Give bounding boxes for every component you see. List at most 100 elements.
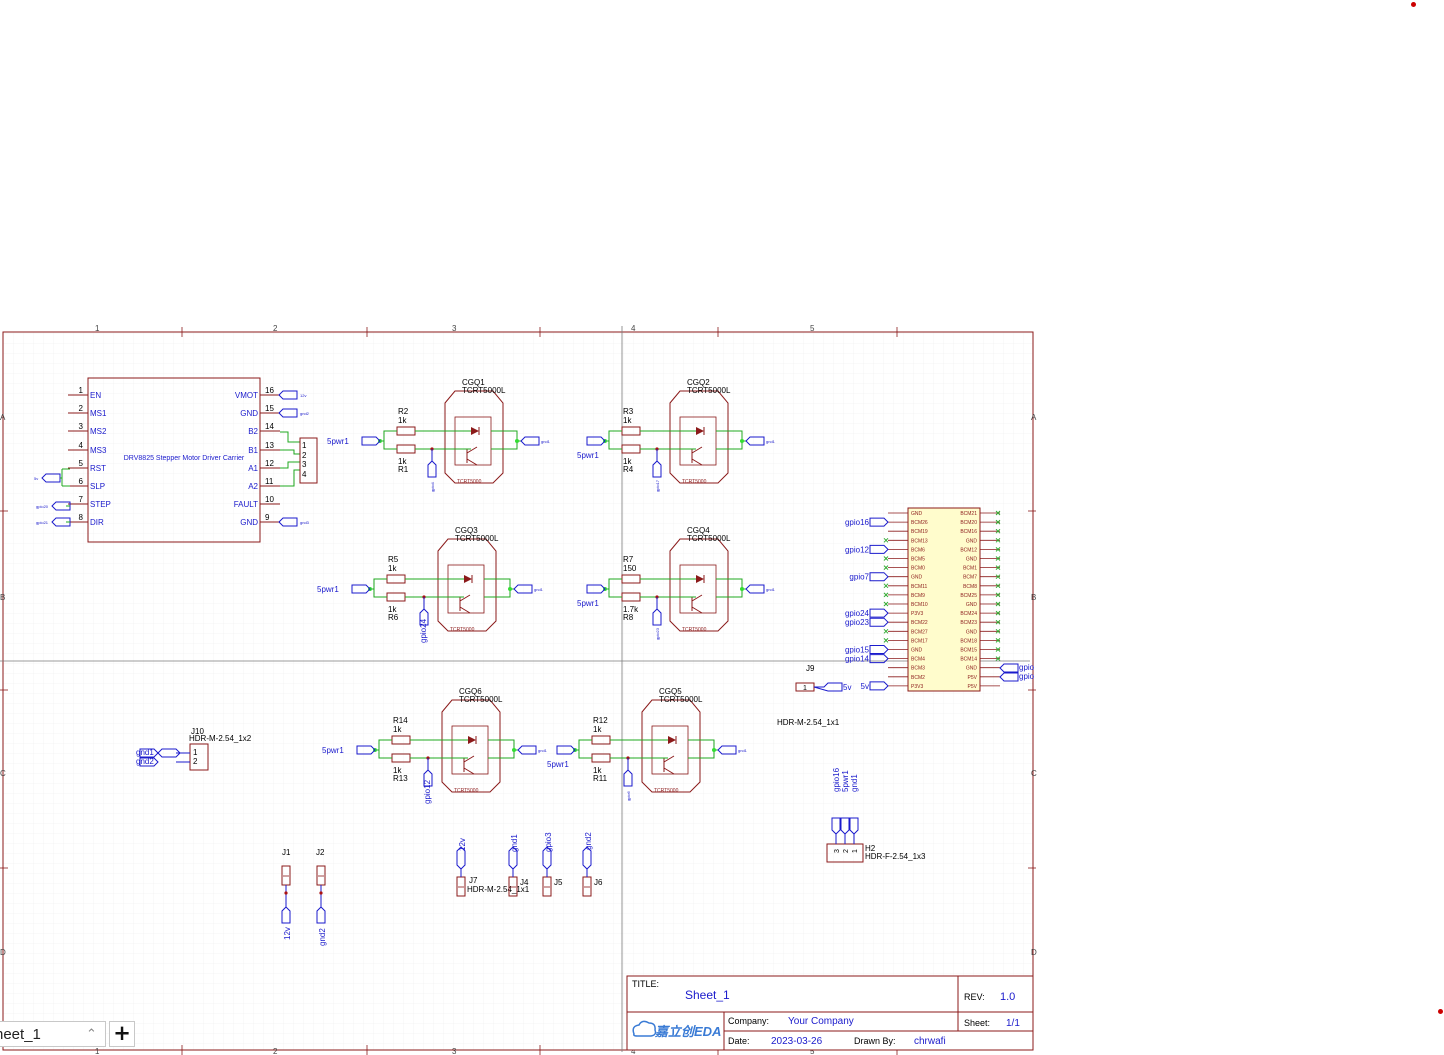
sensor-inner: [679, 416, 717, 466]
sensor-cgq4[interactable]: CGQ4TCRT5000LTCRT5000R71501.7kR85pwr1gpi…: [577, 526, 776, 640]
net-label: gpio24: [845, 609, 870, 618]
pin-name: GND: [240, 409, 258, 418]
net-flag[interactable]: [351, 584, 371, 594]
net-flag[interactable]: [869, 544, 889, 554]
wire: [605, 578, 746, 598]
company-value: Your Company: [788, 1016, 854, 1027]
pin-name: BCM16: [960, 529, 977, 535]
net-label: 5pwr1: [577, 451, 599, 460]
value-label: 1k: [398, 457, 407, 466]
value-label: 1k: [388, 564, 397, 573]
net-flag[interactable]: [869, 608, 889, 618]
sensor-cgq1[interactable]: CGQ1TCRT5000LTCRT5000R21k1kR15pwr1gpio4g…: [327, 378, 551, 492]
net-flag[interactable]: [361, 436, 381, 446]
net-flag[interactable]: [623, 758, 633, 787]
pin-number: 4: [79, 441, 84, 450]
net-flag[interactable]: [356, 745, 376, 755]
net-flag[interactable]: [520, 436, 540, 446]
drv-name: DRV8825 Stepper Motor Driver Carrier: [124, 455, 245, 462]
net-flag[interactable]: [556, 745, 576, 755]
net-flag[interactable]: [582, 846, 592, 877]
net-label: gnd1: [766, 587, 776, 592]
frame-row-label: D: [0, 948, 6, 957]
net-flag[interactable]: [427, 449, 437, 478]
h2-connector[interactable]: 3 2 1 H2 HDR-F-2.54_1x3 gpio16 5pwr1 gnd…: [826, 767, 926, 863]
net-flag[interactable]: [869, 654, 889, 664]
net-label: gpio12: [423, 779, 432, 804]
j10-connector[interactable]: J10 HDR-M-2.54_1x2 1 2 gnd1 gnd2: [136, 727, 252, 771]
sensor-cgq5[interactable]: CGQ5TCRT5000LTCRT5000R121k1kR115pwr1gpio…: [547, 687, 748, 801]
net-label: gpio24: [419, 618, 428, 643]
pin-name: GND: [966, 538, 978, 544]
pin-name: A1: [248, 464, 258, 473]
pin-number: 12: [265, 459, 274, 468]
pin-name: BCM18: [960, 638, 977, 644]
pin-name: GND: [966, 629, 978, 635]
net-label: gpio17: [655, 479, 660, 492]
net-label: 5pwr1: [322, 746, 344, 755]
net-flag[interactable]: [316, 885, 326, 924]
net-flag[interactable]: [717, 745, 737, 755]
sheet-title: Sheet_1: [685, 988, 730, 1002]
ref-label: R8: [623, 613, 634, 622]
value-label: 1k: [593, 766, 602, 775]
junction: [515, 439, 519, 443]
pin-name: RST: [90, 464, 106, 473]
type-label: TCRT5000: [682, 479, 707, 485]
wire: [605, 430, 746, 450]
net-flag[interactable]: [281, 885, 291, 924]
sensor-cgq3[interactable]: CGQ3TCRT5000LTCRT5000R51k1kR65pwr1gpio24…: [317, 526, 544, 643]
net-flag[interactable]: [869, 645, 889, 654]
frame-row-label: B: [0, 593, 5, 602]
pin-number: 9: [265, 513, 270, 522]
net-label: gpio23: [845, 618, 870, 627]
net-flag[interactable]: [419, 597, 429, 626]
net-flag[interactable]: [652, 597, 662, 626]
net-flag[interactable]: [542, 846, 552, 877]
sensor-cgq2[interactable]: CGQ2TCRT5000LTCRT5000R31k1kR45pwr1gpio17…: [577, 378, 776, 492]
net-flag[interactable]: [869, 681, 889, 691]
chevron-up-icon[interactable]: ⌃: [86, 1026, 97, 1041]
net-flag[interactable]: [745, 436, 765, 446]
pin-name: BCM0: [911, 566, 925, 572]
net-flag[interactable]: [508, 846, 518, 877]
plus-icon[interactable]: +: [109, 1021, 135, 1047]
net-label: 5pwr1: [577, 599, 599, 608]
net-flag[interactable]: [517, 745, 537, 755]
sensor-cgq6[interactable]: CGQ6TCRT5000LTCRT5000R141k1kR135pwr1gpio…: [322, 687, 548, 804]
net-label: gnd3: [300, 520, 310, 525]
value-label: 1k: [388, 605, 397, 614]
drv8825-module[interactable]: DRV8825 Stepper Motor Driver Carrier 1EN…: [34, 377, 310, 543]
sheet-tab[interactable]: heet_1 ⌃: [0, 1021, 106, 1047]
value-label: TCRT5000L: [462, 386, 506, 395]
net-flag[interactable]: [652, 449, 662, 478]
j9-connector[interactable]: J9 1 5v HDR-M-2.54_1x1: [777, 664, 851, 727]
net-flag[interactable]: [423, 758, 433, 787]
net-flag[interactable]: [869, 572, 889, 582]
net-flag[interactable]: [456, 846, 466, 877]
no-connect-icon: [995, 619, 1001, 625]
net-label: 5pwr1: [317, 585, 339, 594]
rpi-header[interactable]: GNDBCM26BCM19BCM13BCM6BCM5BCM0GNDBCM11BC…: [845, 507, 1035, 692]
pin-name: BCM1: [963, 566, 977, 572]
net-flag[interactable]: [869, 617, 889, 627]
net-flag[interactable]: [586, 436, 606, 446]
net-flag[interactable]: [869, 517, 889, 527]
net-flag[interactable]: [513, 584, 533, 594]
type-label: TCRT5000: [457, 479, 482, 485]
net-flag[interactable]: [586, 584, 606, 594]
net-label: gpio23: [655, 627, 660, 640]
logo-text: 嘉立创EDA: [654, 1024, 721, 1039]
frame-col-label: 4: [631, 1047, 636, 1055]
ref-label: R4: [623, 465, 634, 474]
ref-label: J7: [469, 876, 478, 885]
net-flag[interactable]: [745, 584, 765, 594]
motor-connector[interactable]: 1 2 3 4: [299, 437, 318, 484]
